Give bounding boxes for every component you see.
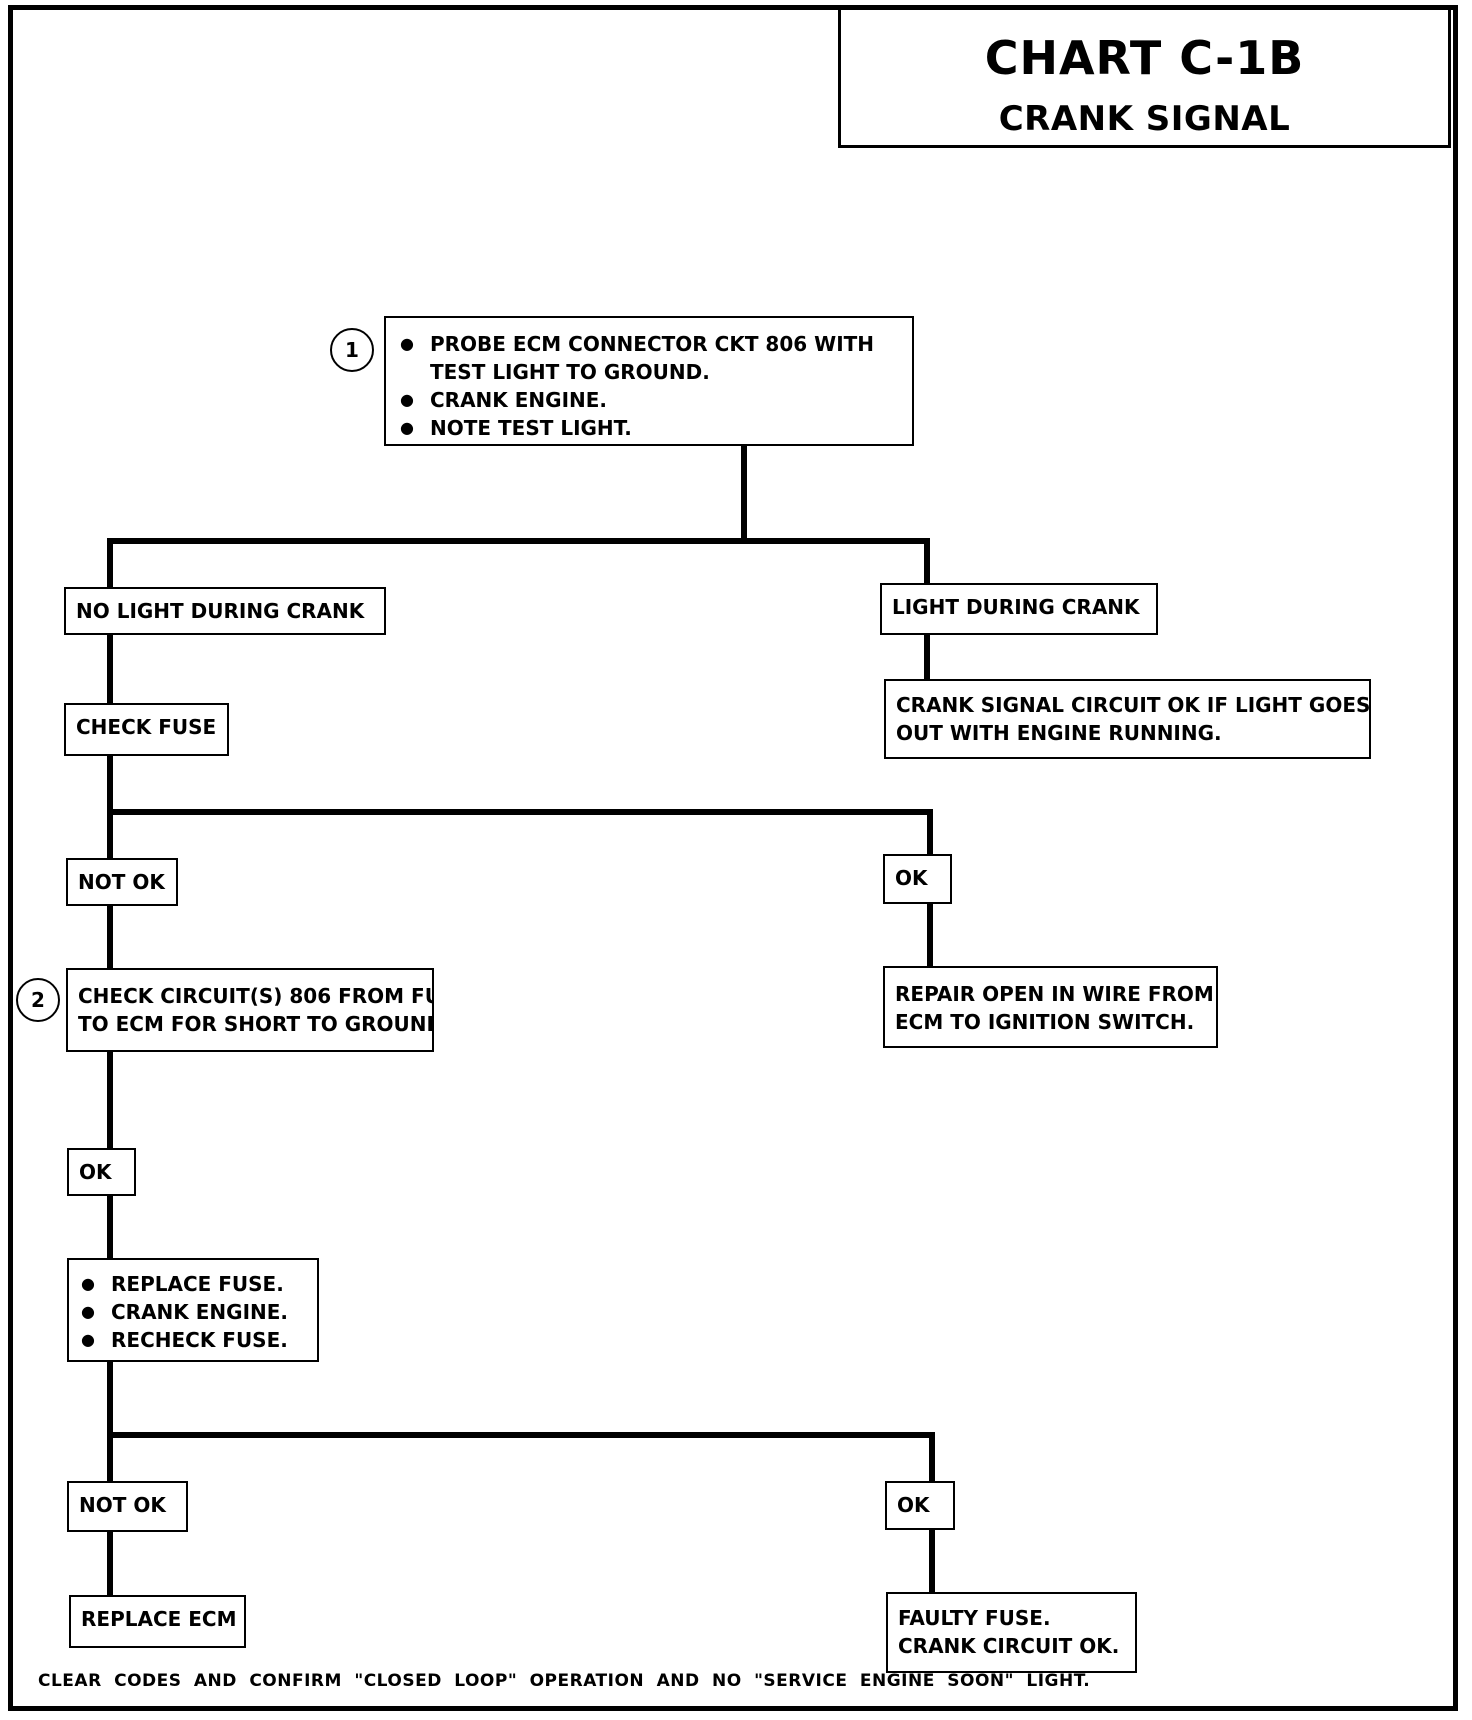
replace-fuse-bullet: CRANK ENGINE. — [77, 1298, 309, 1326]
connector-line — [927, 902, 933, 968]
check-fuse-box: CHECK FUSE — [64, 703, 229, 756]
step-1-marker: 1 — [330, 328, 374, 372]
step-2-line: TO ECM FOR SHORT TO GROUND. — [78, 1012, 434, 1036]
step-1-bullet: CRANK ENGINE. — [396, 386, 902, 414]
chart-subtitle: CRANK SIGNAL — [998, 99, 1291, 139]
footer-note: CLEAR CODES AND CONFIRM "CLOSED LOOP" OP… — [38, 1671, 1091, 1691]
connector-line — [107, 1194, 113, 1259]
connector-line — [924, 538, 930, 584]
connector-line — [107, 538, 113, 588]
connector-line — [107, 904, 113, 969]
not-ok-box: NOT OK — [67, 1481, 188, 1532]
step-1-box: PROBE ECM CONNECTOR CKT 806 WITH TEST LI… — [384, 316, 914, 446]
connector-line — [927, 809, 933, 856]
faulty-fuse-box: FAULTY FUSE. CRANK CIRCUIT OK. — [886, 1592, 1137, 1673]
connector-line — [107, 1360, 113, 1482]
ok-box: OK — [67, 1148, 136, 1196]
faulty-fuse-line: CRANK CIRCUIT OK. — [898, 1634, 1120, 1658]
connector-line — [924, 634, 930, 680]
step-1-bullet-line: TEST LIGHT TO GROUND. — [430, 360, 710, 384]
connector-line — [107, 538, 930, 544]
step-1-bullet-line: PROBE ECM CONNECTOR CKT 806 WITH — [430, 332, 875, 356]
replace-fuse-bullet: REPLACE FUSE. — [77, 1270, 309, 1298]
crank-signal-ok-box: CRANK SIGNAL CIRCUIT OK IF LIGHT GOES OU… — [884, 679, 1371, 759]
connector-line — [107, 1049, 113, 1150]
replace-fuse-box: REPLACE FUSE. CRANK ENGINE. RECHECK FUSE… — [67, 1258, 319, 1362]
connector-line — [929, 1432, 935, 1482]
connector-line — [741, 446, 747, 542]
title-box: CHART C-1B CRANK SIGNAL — [838, 5, 1451, 148]
step-2-line: CHECK CIRCUIT(S) 806 FROM FUSE — [78, 984, 434, 1008]
repair-open-line: ECM TO IGNITION SWITCH. — [895, 1010, 1195, 1034]
chart-title: CHART C-1B — [984, 31, 1305, 85]
connector-line — [107, 1432, 935, 1438]
replace-fuse-bullet: RECHECK FUSE. — [77, 1326, 309, 1354]
connector-line — [107, 754, 113, 860]
connector-line — [107, 1530, 113, 1597]
not-ok-box: NOT OK — [66, 858, 178, 906]
faulty-fuse-line: FAULTY FUSE. — [898, 1606, 1051, 1630]
ok-box: OK — [885, 1481, 955, 1530]
step-2-box: CHECK CIRCUIT(S) 806 FROM FUSE TO ECM FO… — [66, 968, 434, 1052]
step-2-marker: 2 — [16, 978, 60, 1022]
crank-signal-ok-line: CRANK SIGNAL CIRCUIT OK IF LIGHT GOES — [896, 693, 1371, 717]
crank-signal-ok-line: OUT WITH ENGINE RUNNING. — [896, 721, 1222, 745]
light-during-crank-box: LIGHT DURING CRANK — [880, 583, 1158, 635]
step-1-bullet: NOTE TEST LIGHT. — [396, 414, 902, 442]
connector-line — [107, 809, 933, 815]
replace-ecm-box: REPLACE ECM — [69, 1595, 246, 1648]
no-light-during-crank-box: NO LIGHT DURING CRANK — [64, 587, 386, 635]
connector-line — [929, 1528, 935, 1595]
repair-open-line: REPAIR OPEN IN WIRE FROM — [895, 982, 1214, 1006]
chart-frame — [8, 5, 1458, 1711]
repair-open-box: REPAIR OPEN IN WIRE FROM ECM TO IGNITION… — [883, 966, 1218, 1048]
ok-box: OK — [883, 854, 952, 904]
step-1-bullet: PROBE ECM CONNECTOR CKT 806 WITH TEST LI… — [396, 330, 902, 386]
connector-line — [107, 634, 113, 704]
